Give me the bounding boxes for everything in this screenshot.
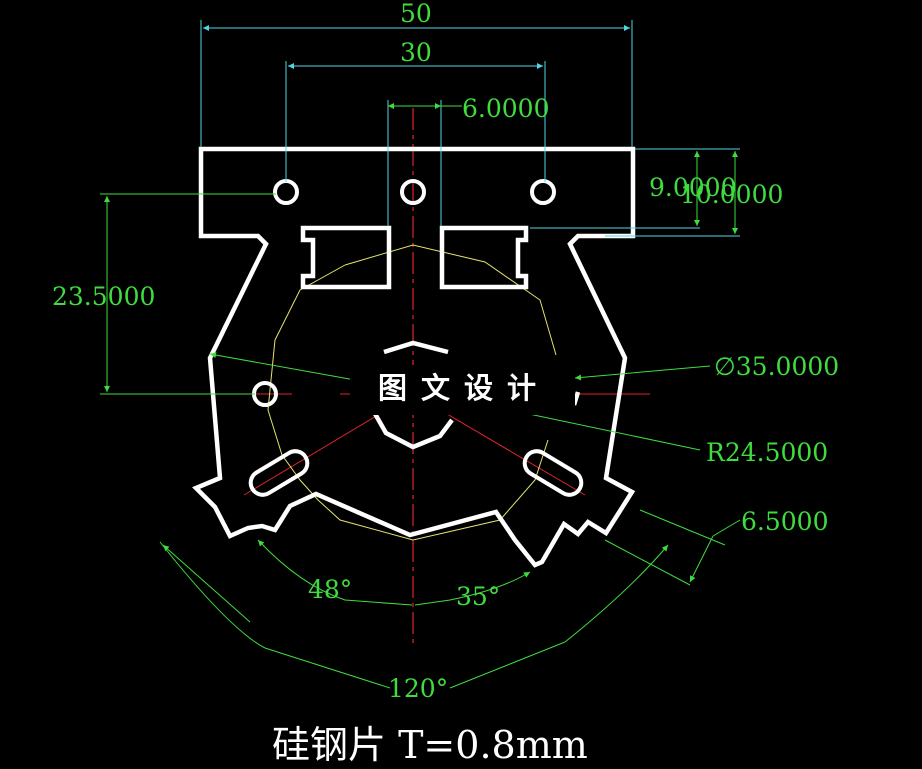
dim-hole-spacing: 30 bbox=[400, 38, 432, 67]
dim-overall-width: 50 bbox=[400, 0, 432, 28]
dim-angle-left: 48° bbox=[308, 575, 352, 604]
watermark: 图文设计 bbox=[378, 371, 550, 405]
dimension-labels: 50 30 6.0000 9.0000 10.0000 23.5000 ∅35.… bbox=[52, 0, 839, 703]
dim-bore-diameter: ∅35.0000 bbox=[714, 352, 839, 381]
left-window bbox=[300, 225, 392, 290]
part-outline bbox=[192, 146, 636, 568]
part-caption: 硅钢片 T=0.8mm bbox=[272, 723, 588, 767]
dim-top-height-a: 9.0000 bbox=[649, 173, 736, 202]
dimension-lines bbox=[100, 25, 741, 689]
right-window bbox=[439, 225, 529, 290]
dim-slot-width: 6.5000 bbox=[741, 507, 828, 536]
dim-slot-gap: 6.0000 bbox=[462, 94, 549, 123]
extension-lines bbox=[200, 20, 740, 237]
dim-arc-radius: R24.5000 bbox=[706, 438, 828, 467]
dim-top-height-b: 10.0000 bbox=[680, 180, 783, 209]
mounting-holes bbox=[252, 179, 556, 407]
bore-bottom-arc bbox=[372, 410, 454, 450]
arc-slots bbox=[248, 449, 584, 497]
dim-angle-right: 35° bbox=[456, 582, 500, 611]
dim-hole-vertical: 23.5000 bbox=[52, 282, 155, 311]
watermark-backdrop bbox=[350, 365, 575, 415]
bore-top-arc bbox=[383, 340, 449, 355]
dim-angle-total: 120° bbox=[388, 674, 448, 703]
